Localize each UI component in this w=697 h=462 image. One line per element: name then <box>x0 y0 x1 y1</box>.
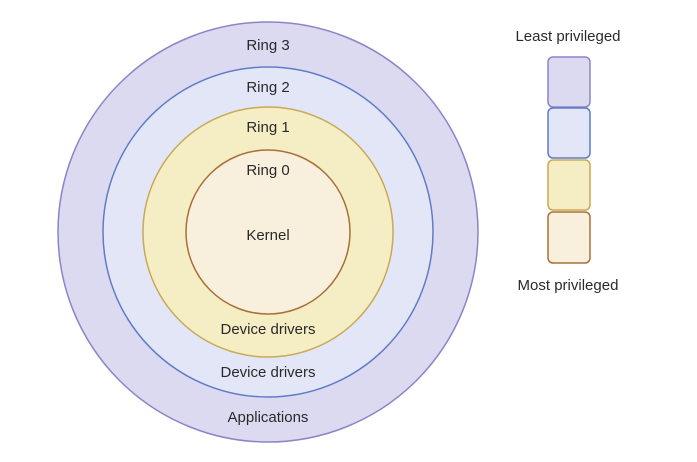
legend-least-privileged: Least privileged <box>515 28 620 45</box>
ring-2-content: Device drivers <box>220 364 315 381</box>
ring-2-label: Ring 2 <box>246 79 289 96</box>
ring-0-circle <box>185 149 351 315</box>
ring-1-content: Device drivers <box>220 321 315 338</box>
legend-swatch-ring-0 <box>547 211 591 264</box>
kernel-label: Kernel <box>246 227 289 244</box>
ring-1-label: Ring 1 <box>246 119 289 136</box>
legend-swatch-ring-2 <box>547 107 591 159</box>
legend-most-privileged: Most privileged <box>518 277 619 294</box>
legend-swatch-ring-3 <box>547 56 591 108</box>
ring-3-label: Ring 3 <box>246 37 289 54</box>
ring-3-content: Applications <box>228 409 309 426</box>
ring-0-label: Ring 0 <box>246 162 289 179</box>
legend-swatch-ring-1 <box>547 159 591 211</box>
